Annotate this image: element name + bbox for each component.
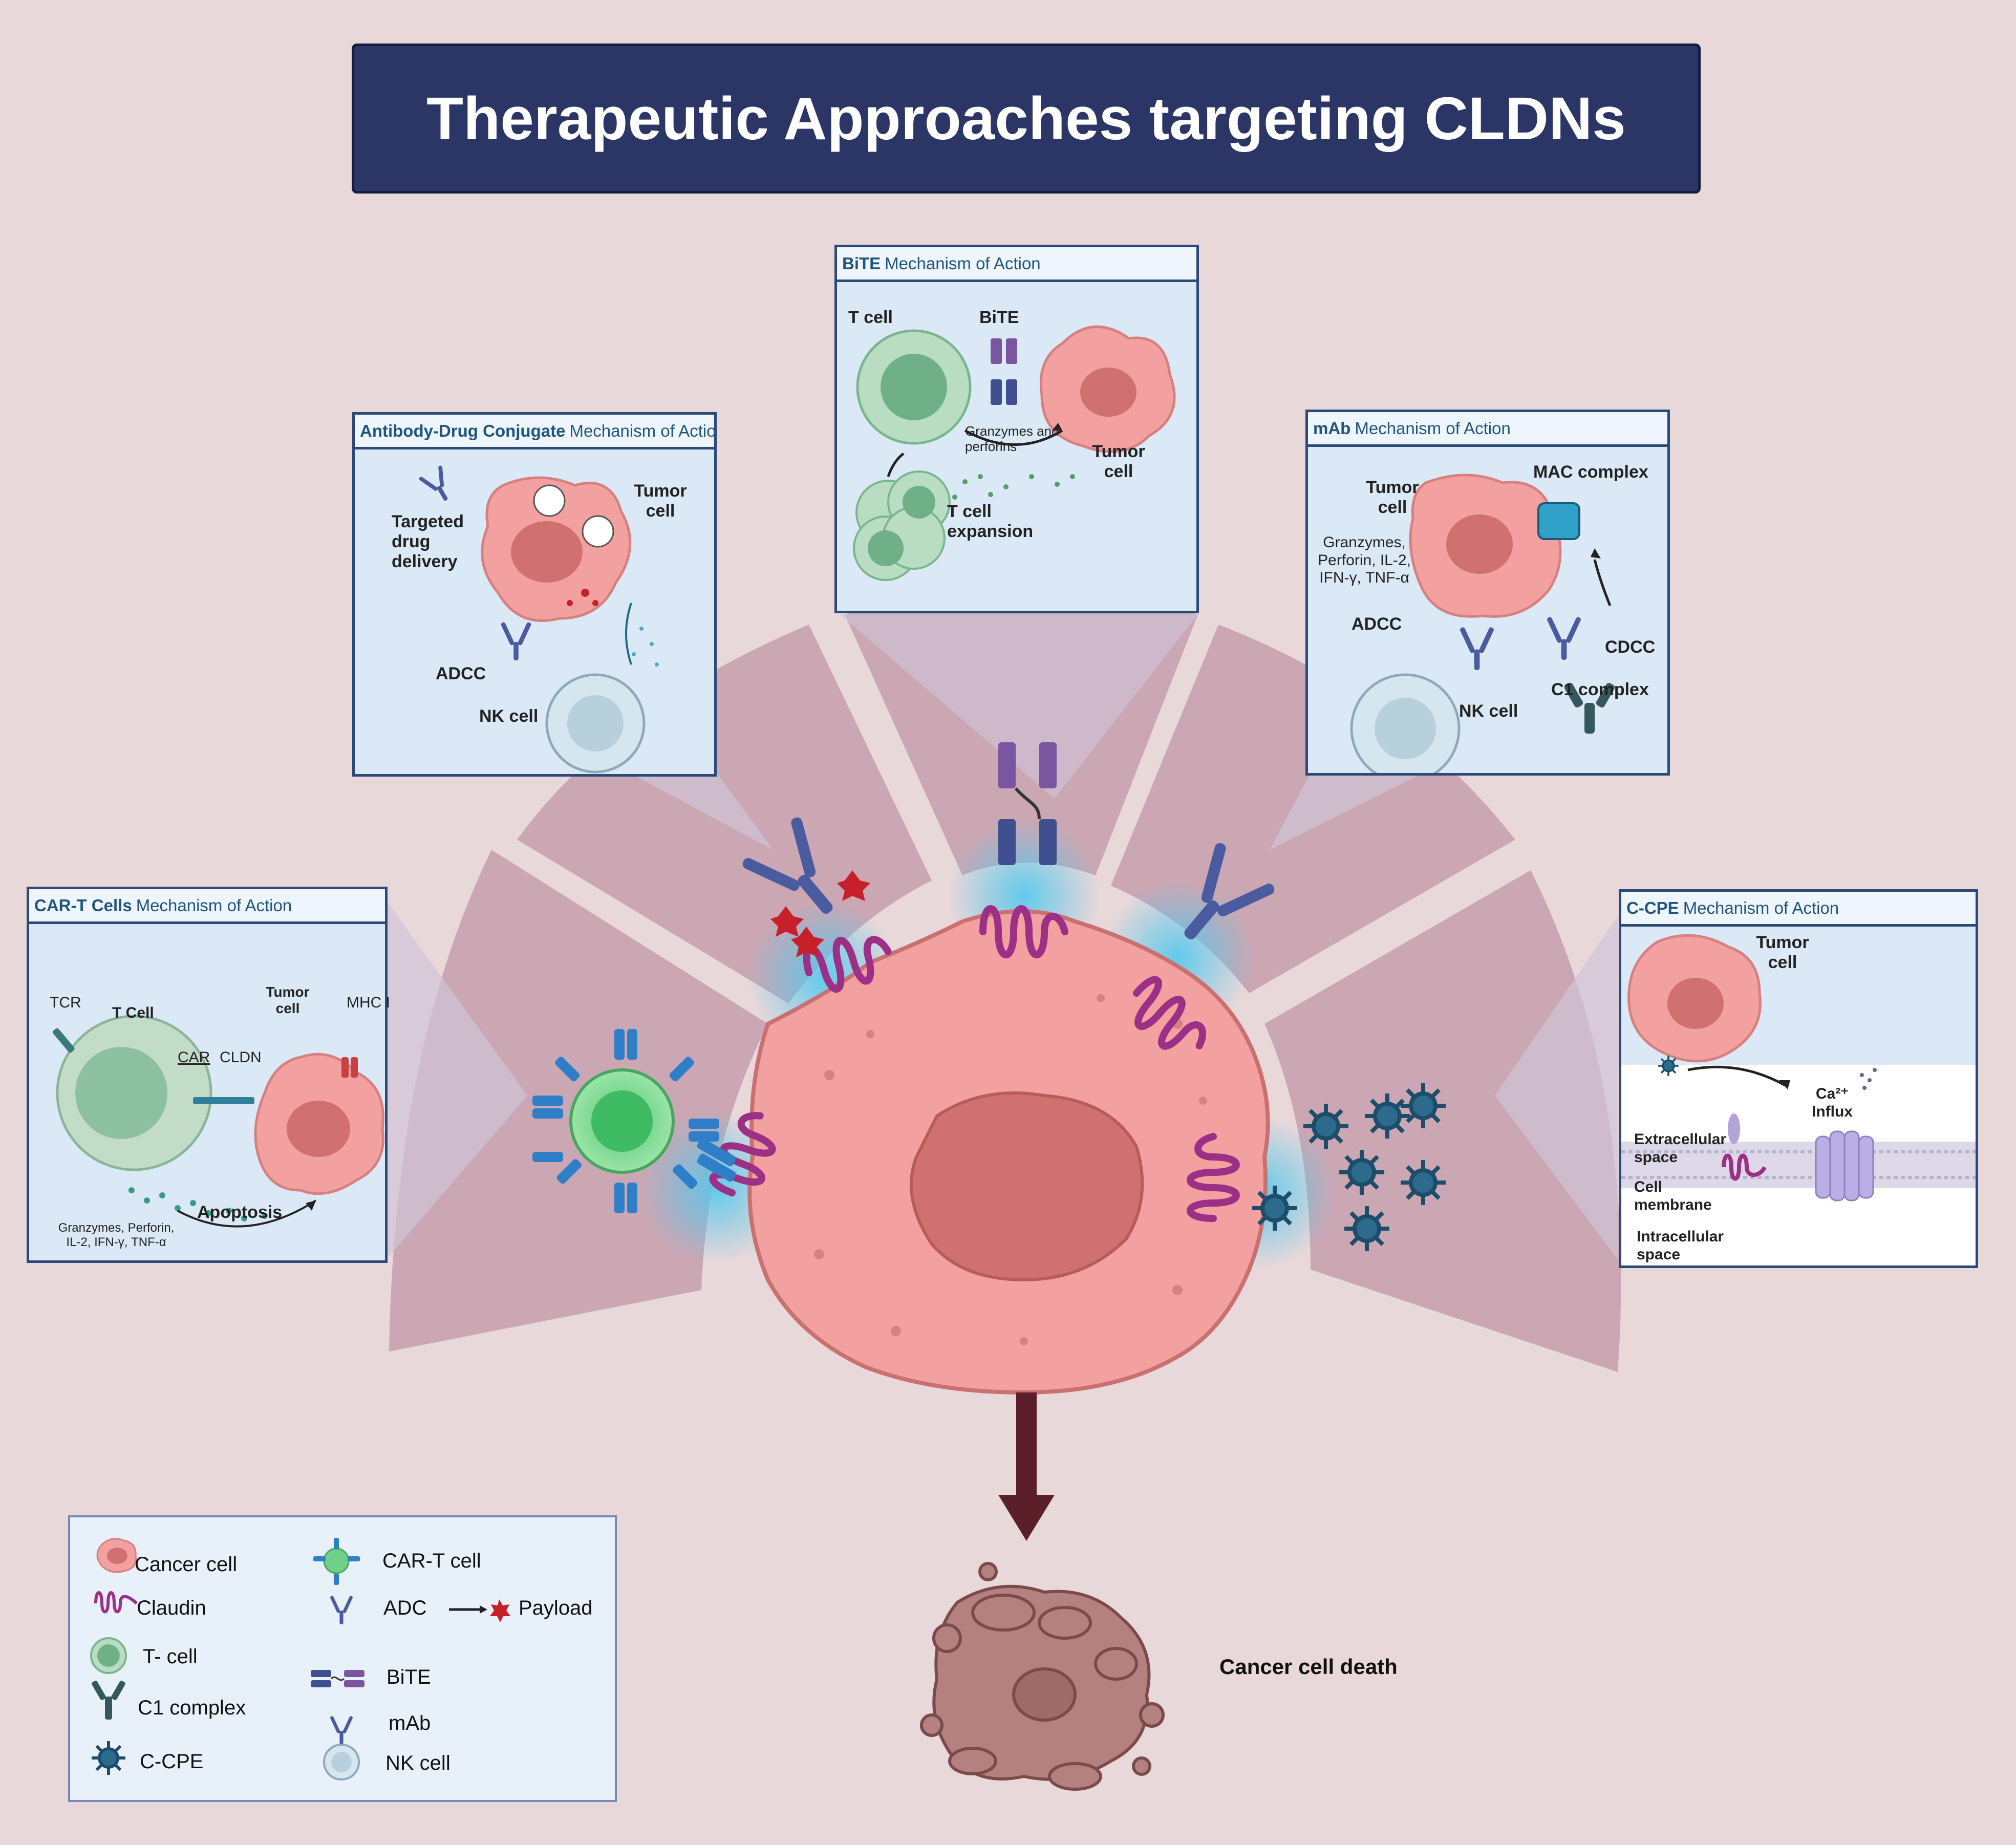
panel-cart-illustration — [52, 1015, 384, 1228]
ccpe-ca-influx-label: Ca²⁺ Influx — [1812, 1085, 1853, 1120]
car-t-cell-icon — [313, 1538, 360, 1585]
payload-arrow-icon — [449, 1605, 487, 1614]
panel-bite-illustration — [853, 325, 1176, 581]
legend-icons — [90, 1538, 510, 1780]
panel-ccpe-header-rest: Mechanism of Action — [1683, 898, 1839, 917]
legend-bite-label: BiTE — [387, 1666, 431, 1688]
cancer-cell-death-label: Cancer cell death — [1219, 1655, 1398, 1679]
panel-cart: CAR-T Cells Mechanism of Action TCR T Ce… — [27, 887, 390, 1263]
panel-mab-header-bold: mAb — [1313, 418, 1351, 438]
cart-apoptosis-label: Apoptosis — [197, 1203, 283, 1222]
adc-icon — [330, 1595, 353, 1624]
cancer-cell-icon — [96, 1538, 137, 1573]
mab-c1-label: C1 complex — [1551, 680, 1649, 699]
mab-mac-label: MAC complex — [1533, 462, 1648, 482]
panel-ccpe-header: C-CPE Mechanism of Action — [1621, 892, 1976, 927]
panel-ccpe-header-bold: C-CPE — [1626, 898, 1679, 917]
panel-ccpe-illustration — [1621, 934, 1976, 1265]
mab-tumor-cell-label: Tumor cell — [1366, 478, 1419, 518]
legend-t-cell-label: T- cell — [143, 1645, 198, 1668]
bite-bite-label: BiTE — [979, 308, 1019, 327]
panel-mab-header-rest: Mechanism of Action — [1355, 418, 1511, 438]
adc-targeted-label: Targeted drug delivery — [392, 512, 464, 572]
legend-car-t-cell-label: CAR-T cell — [382, 1550, 481, 1572]
panel-mab-illustration — [1350, 474, 1615, 773]
ccpe-extracellular-label: Extracellular space — [1634, 1131, 1727, 1166]
panel-mab-header: mAb Mechanism of Action — [1308, 412, 1667, 447]
cart-tcr-label: TCR — [50, 994, 81, 1011]
legend-nk-cell-label: NK cell — [385, 1752, 451, 1774]
cart-tumor-cell-label: Tumor cell — [266, 984, 310, 1017]
legend-claudin-label: Claudin — [137, 1597, 206, 1619]
cart-mhc-label: MHC I — [347, 994, 390, 1011]
cart-cldn-label: CLDN — [220, 1049, 262, 1066]
nk-cell-icon — [323, 1744, 360, 1780]
mab-icon — [330, 1715, 353, 1745]
panel-adc-header-bold: Antibody-Drug Conjugate — [360, 421, 566, 440]
legend-adc-label: ADC — [383, 1597, 427, 1619]
bite-molecule — [998, 742, 1057, 865]
panel-cart-header-rest: Mechanism of Action — [136, 895, 292, 915]
t-cell-icon — [90, 1637, 127, 1674]
panel-bite-header: BiTE Mechanism of Action — [837, 247, 1196, 282]
mab-cdcc-label: CDCC — [1605, 637, 1656, 657]
ccpe-tumor-cell-label: Tumor cell — [1756, 933, 1809, 973]
dead-cancer-cell — [920, 1562, 1165, 1791]
panel-adc: Antibody-Drug Conjugate Mechanism of Act… — [352, 412, 717, 777]
panel-bite-header-bold: BiTE — [842, 253, 881, 273]
panel-bite-header-rest: Mechanism of Action — [885, 253, 1041, 273]
adc-tumor-cell-label: Tumor cell — [634, 481, 687, 521]
cart-car-label: CAR — [178, 1049, 210, 1066]
adc-adcc-label: ADCC — [436, 664, 486, 683]
adc-nk-cell-label: NK cell — [479, 706, 539, 726]
claudin-icon — [94, 1591, 138, 1614]
panel-cart-header: CAR-T Cells Mechanism of Action — [29, 889, 385, 924]
death-arrow — [998, 1392, 1055, 1541]
central-cancer-cell — [747, 909, 1270, 1395]
payload-icon — [490, 1599, 510, 1622]
bite-icon — [311, 1670, 364, 1687]
page-title: Therapeutic Approaches targeting CLDNs — [426, 84, 1626, 153]
title-banner: Therapeutic Approaches targeting CLDNs — [352, 44, 1701, 194]
ccpe-membrane-label: Cell membrane — [1634, 1178, 1712, 1213]
mab-adcc-label: ADCC — [1352, 614, 1402, 634]
legend: Cancer cell Claudin T- cell C1 complex C… — [68, 1515, 617, 1802]
panel-adc-header: Antibody-Drug Conjugate Mechanism of Act… — [355, 415, 714, 449]
panel-ccpe: C-CPE Mechanism of Action Tumor cell Ca²… — [1619, 889, 1978, 1268]
legend-c1-complex-label: C1 complex — [138, 1697, 246, 1719]
legend-payload-label: Payload — [519, 1597, 593, 1619]
mab-granzymes-label: Granzymes, Perforin, IL-2, IFN-γ, TNF-α — [1318, 534, 1411, 586]
c1-complex-icon — [92, 1681, 125, 1720]
car-t-cell — [532, 1029, 736, 1213]
cart-t-cell-label: T Cell — [112, 1004, 154, 1021]
legend-c-cpe-label: C-CPE — [140, 1750, 204, 1773]
panel-adc-illustration — [417, 464, 659, 774]
panel-adc-header-rest: Mechanism of Action — [569, 421, 714, 440]
ccpe-intracellular-label: Intracellular space — [1637, 1228, 1724, 1263]
c-cpe-icon — [92, 1741, 125, 1775]
legend-mab-label: mAb — [389, 1712, 431, 1734]
legend-cancer-cell-label: Cancer cell — [135, 1553, 238, 1576]
panel-bite: BiTE Mechanism of Action T cell BiTE Gra… — [834, 245, 1199, 613]
bite-expansion-label: T cell expansion — [947, 502, 1034, 542]
mab-nk-cell-label: NK cell — [1459, 701, 1518, 721]
panel-cart-header-bold: CAR-T Cells — [34, 895, 132, 915]
panel-mab: mAb Mechanism of Action Tumor cell MAC c… — [1305, 410, 1670, 776]
bite-tumor-cell-label: Tumor cell — [1092, 442, 1145, 482]
bite-granzymes-label: Granzymes and perforins — [965, 423, 1059, 454]
bite-t-cell-label: T cell — [848, 308, 893, 327]
cart-cytokines-label: Granzymes, Perforin, IL-2, IFN-γ, TNF-α — [58, 1221, 175, 1249]
